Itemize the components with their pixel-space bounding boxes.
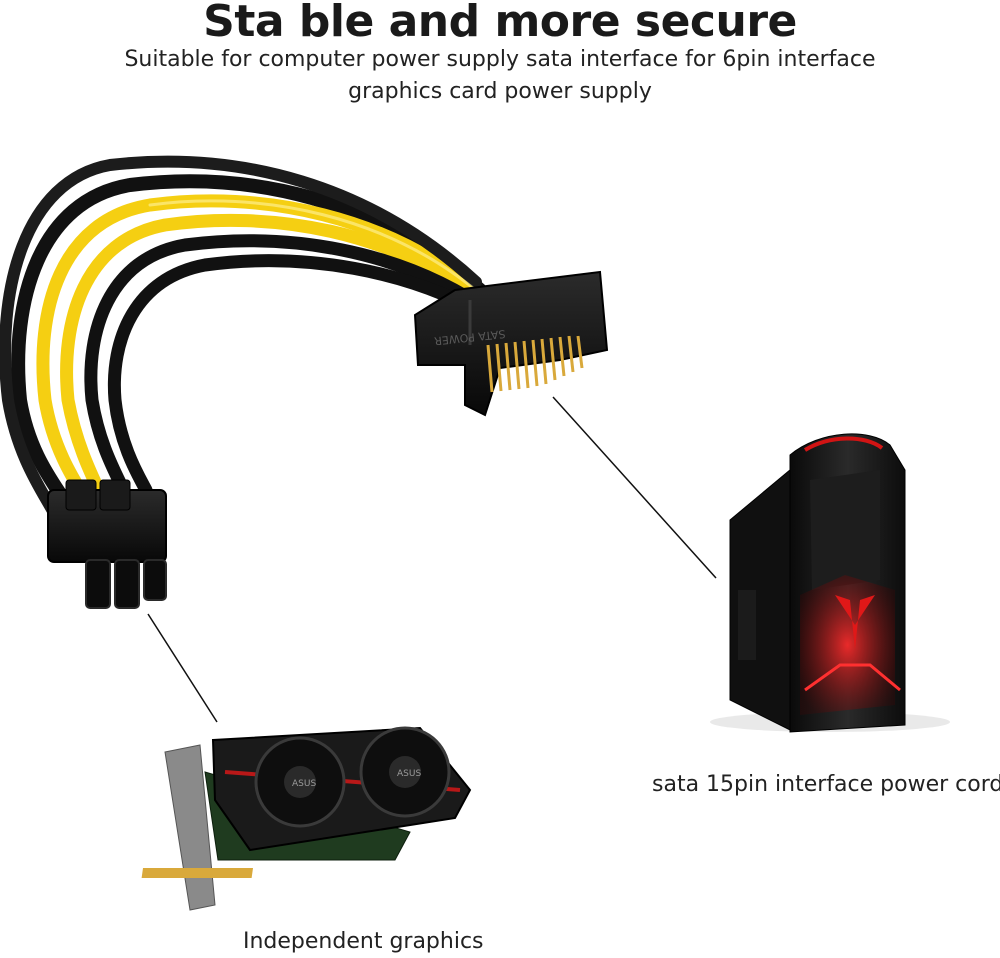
page-subtitle: Suitable for computer power supply sata …	[124, 47, 876, 104]
graphics-card: ASUS ASUS	[141, 726, 472, 911]
gold-pins	[486, 335, 584, 393]
pc-case	[710, 433, 950, 733]
gpu-brand-left: ASUS	[292, 779, 316, 789]
sata-connector: SATA POWER	[413, 270, 609, 417]
gpu-brand-right: ASUS	[397, 769, 421, 779]
power-cable	[0, 155, 505, 522]
pcie-6pin-connector	[47, 479, 167, 609]
red-logo-icon	[835, 595, 875, 650]
caption-pc: sata 15pin interface power cord	[652, 772, 1000, 797]
pointer-line-pc	[552, 396, 717, 579]
pointer-line-gpu	[147, 613, 218, 723]
caption-gpu: Independent graphics	[243, 929, 484, 954]
page-title: Sta ble and more secure	[203, 0, 797, 47]
